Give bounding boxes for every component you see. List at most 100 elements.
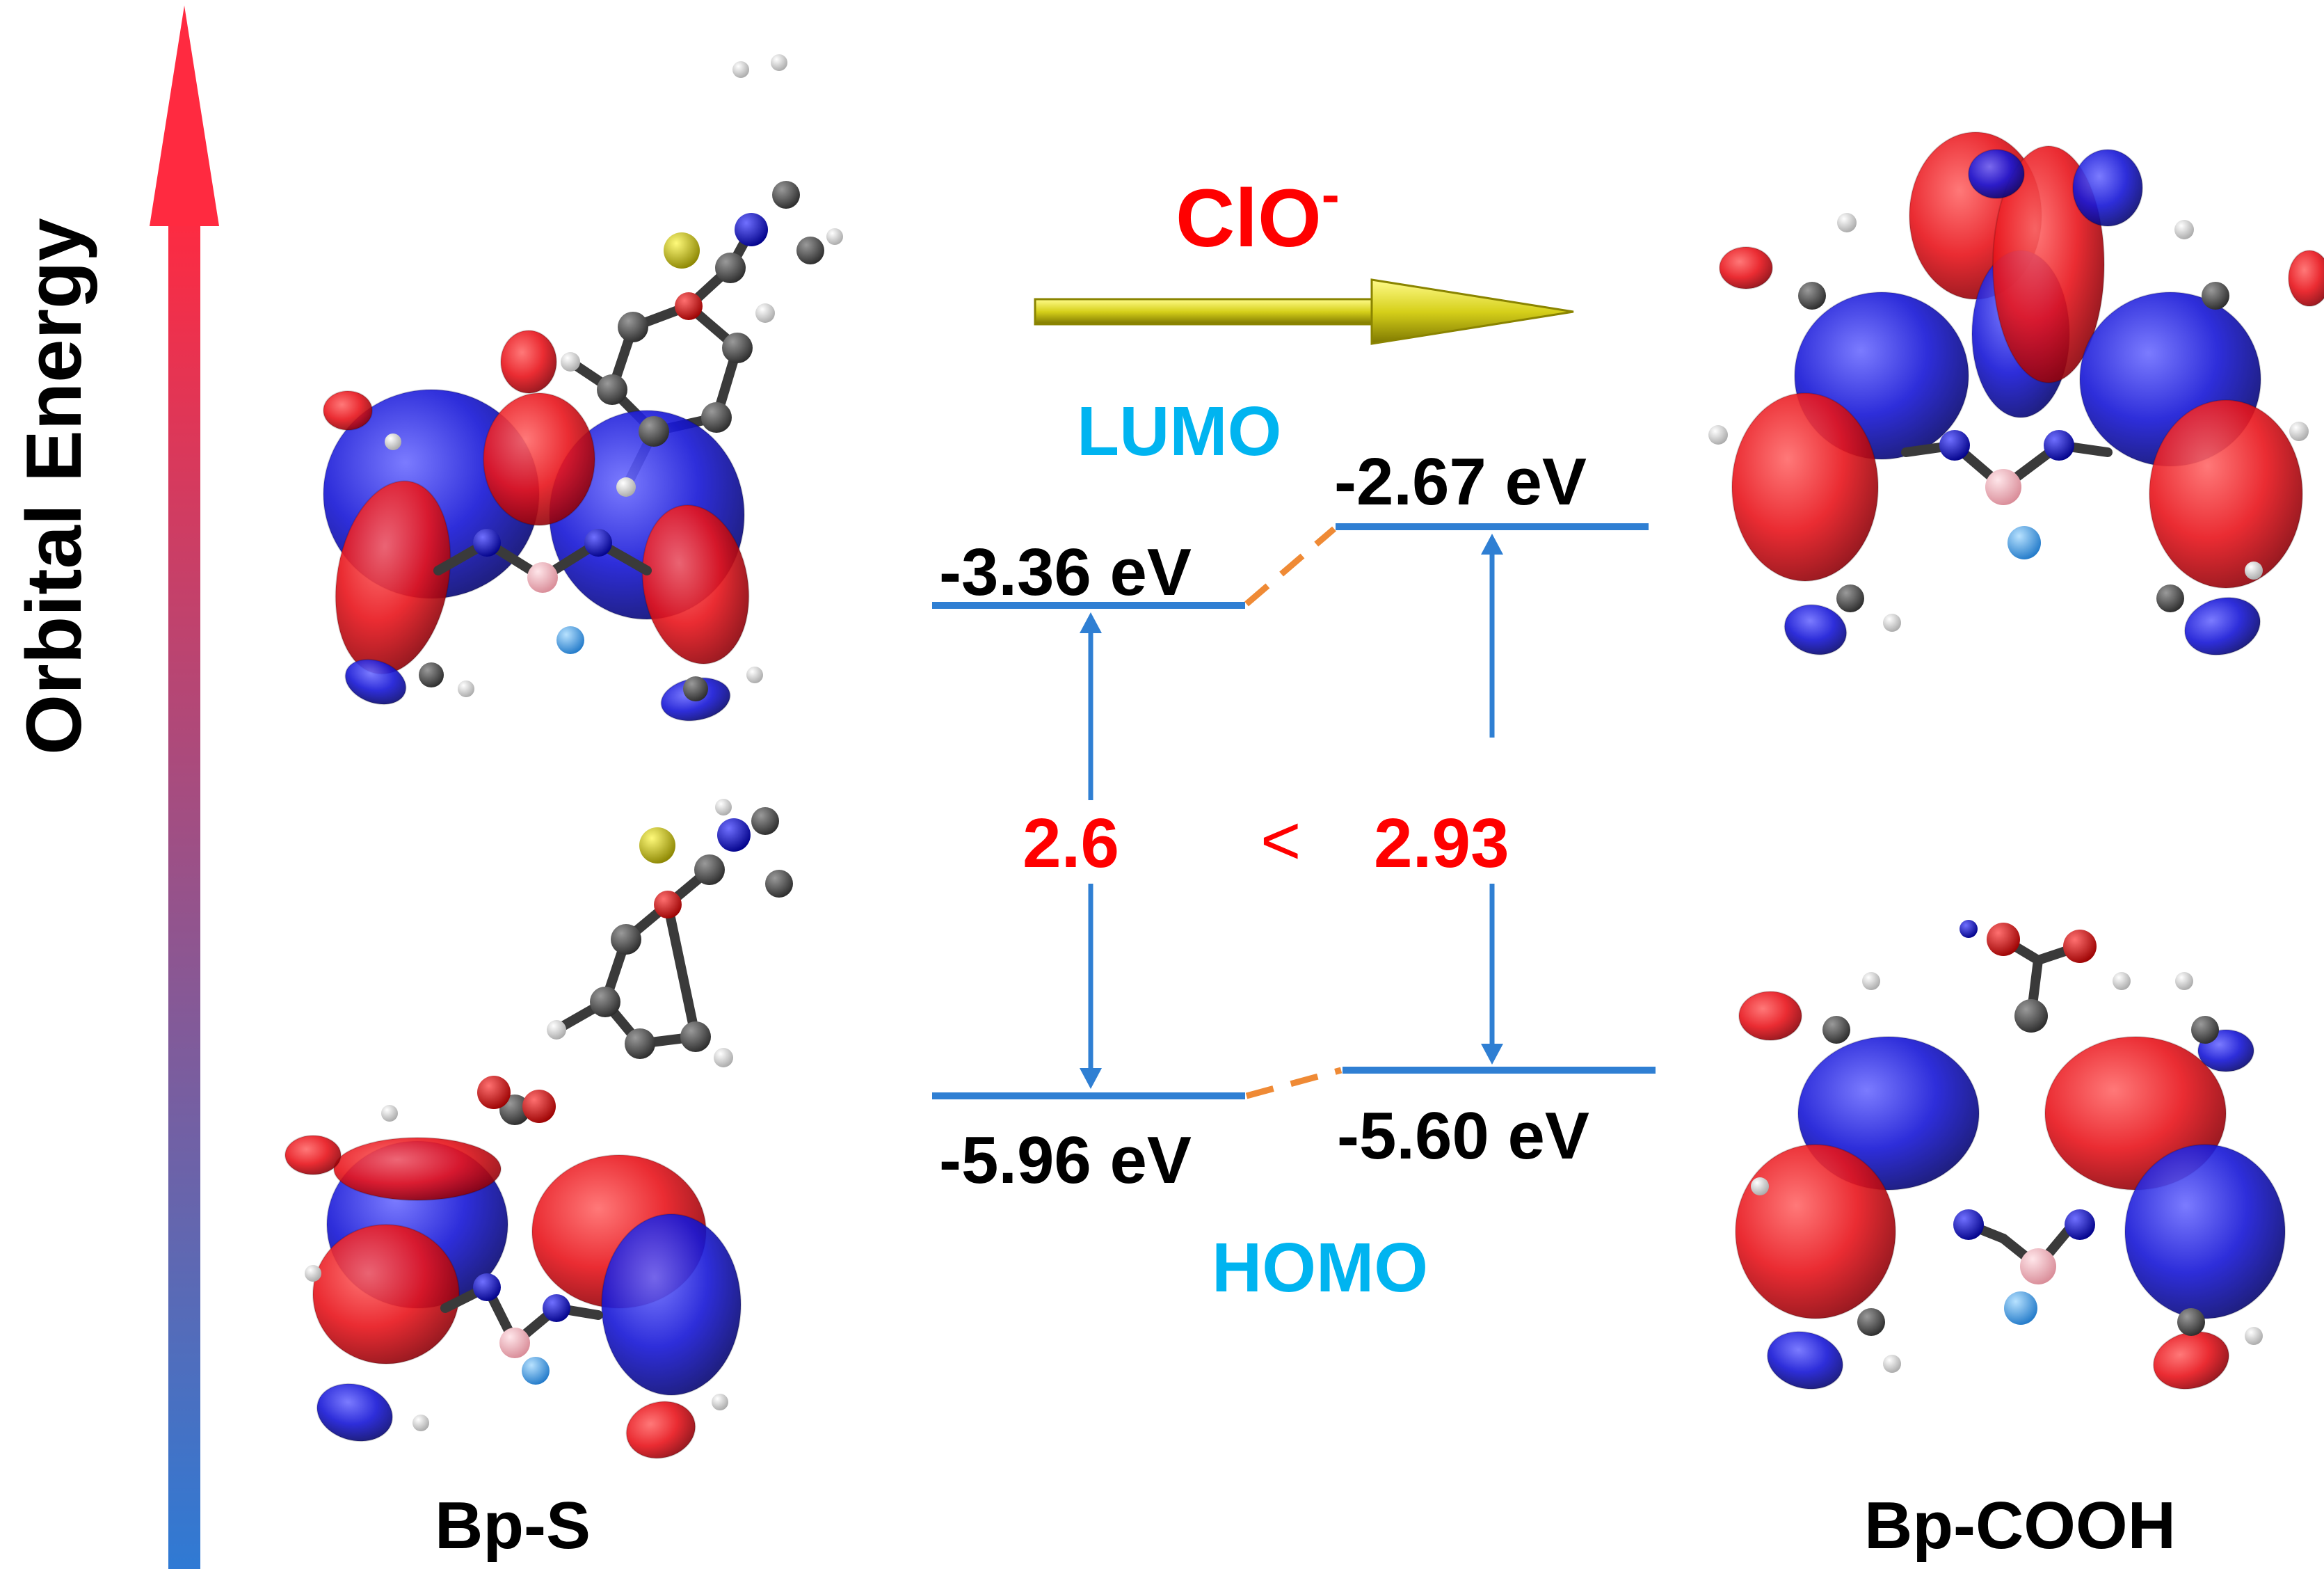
orbital-lobe	[312, 1224, 460, 1364]
bps-gap-value: 2.6	[1023, 804, 1120, 882]
atom-sphere	[714, 1048, 733, 1067]
bps-lumo-orbital-icon	[323, 54, 843, 722]
atom-sphere	[2044, 430, 2074, 461]
orbital-lobe	[2183, 596, 2261, 656]
orbital-lobe	[500, 330, 557, 394]
atom-sphere	[2008, 526, 2041, 559]
atom-sphere	[547, 1020, 566, 1040]
atom-sphere	[616, 477, 636, 497]
reaction-arrow-icon	[1034, 278, 1574, 345]
atom-sphere	[2202, 282, 2229, 310]
atom-sphere	[543, 1294, 570, 1322]
orbital-lobe	[1968, 149, 2025, 199]
atom-sphere	[751, 807, 779, 835]
orbital-lobe	[625, 1401, 696, 1459]
bpcooh-gap-arrow	[1481, 534, 1503, 1065]
bpcooh-lumo-orbital-icon	[1708, 132, 2324, 656]
atom-sphere	[584, 529, 612, 557]
bpcooh-name: Bp-COOH	[1864, 1488, 2176, 1563]
atom-sphere	[771, 54, 787, 71]
orbital-lobe	[333, 1137, 502, 1201]
atom-sphere	[732, 61, 749, 78]
atom-sphere	[385, 433, 401, 450]
lumo-label: LUMO	[1077, 392, 1282, 470]
atom-sphere	[611, 924, 641, 955]
bpcooh-lumo-energy: -2.67 eV	[1334, 445, 1587, 519]
atom-sphere	[381, 1105, 398, 1122]
atom-sphere	[1751, 1177, 1769, 1195]
atom-sphere	[765, 870, 793, 898]
atom-sphere	[590, 987, 620, 1017]
atom-sphere	[1862, 972, 1880, 990]
atom-sphere	[1708, 425, 1728, 445]
reagent-label: ClO-	[1176, 167, 1340, 260]
bps-lumo-energy: -3.36 eV	[939, 535, 1192, 610]
atom-sphere	[1953, 1209, 1984, 1240]
atom-sphere	[1883, 614, 1901, 632]
atom-sphere	[2020, 1248, 2056, 1284]
atom-sphere	[2289, 422, 2309, 441]
orbital-lobe	[2288, 250, 2324, 307]
atom-sphere	[2004, 1291, 2037, 1325]
atom-sphere	[2177, 1308, 2205, 1336]
atom-sphere	[1985, 469, 2021, 505]
orbital-lobe	[2072, 149, 2143, 227]
atom-sphere	[597, 374, 627, 405]
atom-sphere	[796, 237, 824, 264]
atom-sphere	[1837, 213, 1857, 232]
bpcooh-gap-value: 2.93	[1374, 804, 1509, 882]
lumo-connector	[1244, 526, 1336, 607]
atom-sphere	[1987, 923, 2020, 956]
atom-sphere	[772, 181, 800, 209]
atom-sphere	[715, 253, 746, 283]
atom-sphere	[755, 303, 775, 323]
atom-sphere	[625, 1028, 655, 1059]
bps-homo-orbital-icon	[285, 799, 793, 1459]
atom-sphere	[522, 1090, 556, 1123]
bps-homo-energy: -5.96 eV	[939, 1123, 1192, 1197]
atom-sphere	[305, 1265, 321, 1282]
atom-sphere	[2175, 972, 2193, 990]
atom-sphere	[2063, 930, 2097, 963]
atom-sphere	[1836, 584, 1864, 612]
atom-sphere	[639, 416, 669, 447]
atom-sphere	[473, 529, 501, 557]
atom-sphere	[694, 854, 725, 885]
comparison-symbol: <	[1260, 802, 1301, 879]
atom-sphere	[1883, 1355, 1901, 1373]
atom-sphere	[701, 402, 732, 433]
atom-sphere	[746, 667, 763, 683]
bps-name: Bp-S	[435, 1488, 591, 1563]
bond	[663, 900, 700, 1042]
orbital-lobe	[1784, 604, 1848, 655]
atom-sphere	[2174, 220, 2194, 239]
bpcooh-homo-energy: -5.60 eV	[1337, 1099, 1589, 1173]
atom-sphere	[717, 818, 751, 852]
orbital-lobe	[1719, 246, 1773, 289]
orbital-lobe	[2124, 1144, 2286, 1319]
orbital-lobe	[316, 1383, 394, 1442]
atom-sphere	[712, 1394, 728, 1410]
atom-sphere	[2191, 1016, 2219, 1044]
orbital-lobe	[2149, 399, 2303, 589]
atom-sphere	[715, 799, 732, 815]
orbital-lobe	[641, 504, 750, 664]
reagent-text: ClO	[1176, 173, 1322, 264]
orbital-lobe	[601, 1213, 742, 1396]
atom-sphere	[2014, 999, 2048, 1033]
atom-sphere	[639, 827, 675, 863]
bps-gap-arrow	[1080, 612, 1102, 1089]
atom-sphere	[722, 333, 753, 363]
atom-sphere	[473, 1273, 501, 1301]
atom-sphere	[654, 891, 682, 918]
atom-sphere	[1857, 1308, 1885, 1336]
atom-sphere	[2113, 972, 2131, 990]
atom-sphere	[477, 1076, 511, 1109]
orbital-lobe	[344, 658, 407, 706]
atom-sphere	[680, 1021, 711, 1052]
bpcooh-homo-orbital-icon	[1735, 920, 2286, 1390]
orbital-lobe	[1738, 991, 1802, 1041]
atom-sphere	[556, 626, 584, 654]
